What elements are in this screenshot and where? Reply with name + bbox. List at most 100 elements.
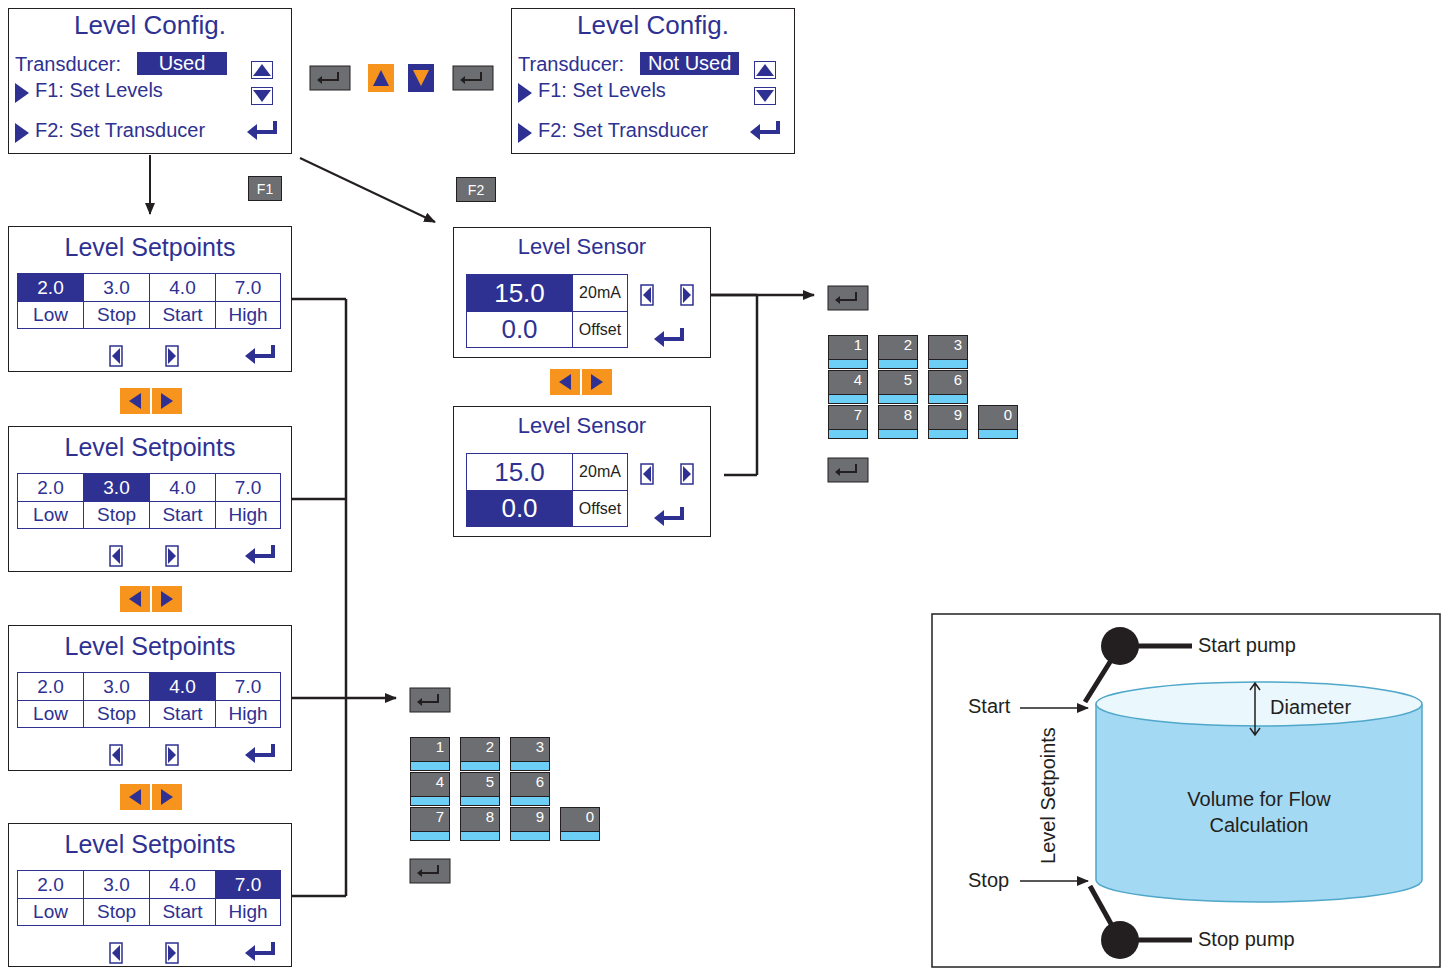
enter-icon xyxy=(243,742,277,766)
keypad-key: 2 xyxy=(460,737,500,771)
sensor-unit: 20mA xyxy=(579,284,621,302)
table-cell: High xyxy=(215,301,281,329)
setpoint-name: Start xyxy=(162,304,202,326)
table-cell: 15.0 xyxy=(466,453,573,491)
right-arrow-icon xyxy=(680,463,694,485)
setpoint-value: 2.0 xyxy=(37,477,63,499)
setpoint-name: Low xyxy=(33,901,68,923)
menu-item: F1: Set Levels xyxy=(35,79,163,102)
key-label: 0 xyxy=(1004,407,1012,424)
screen-title: Level Setpoints xyxy=(9,233,291,262)
menu-marker xyxy=(15,123,29,143)
tank: Volume for Flow Calculation xyxy=(1094,680,1424,906)
key-label: 3 xyxy=(954,337,962,354)
table-cell: Start xyxy=(149,301,216,329)
setpoint-name: Stop xyxy=(97,901,136,923)
screen-title: Level Sensor xyxy=(454,413,710,438)
menu-marker xyxy=(15,83,29,103)
setpoint-value: 2.0 xyxy=(37,676,63,698)
table-cell: Stop xyxy=(83,898,150,926)
table-cell: 4.0 xyxy=(149,473,216,502)
enter-key xyxy=(828,286,868,310)
key-label: 6 xyxy=(954,372,962,389)
menu-item: F1: Set Levels xyxy=(538,79,666,102)
keypad-key: 6 xyxy=(928,370,968,404)
lcd-screen: Level Config.Transducer:UsedF1: Set Leve… xyxy=(8,8,292,154)
key-strip xyxy=(461,761,499,770)
table-cell: Offset xyxy=(572,311,628,348)
right-arrow-icon xyxy=(165,345,179,367)
key-strip xyxy=(879,429,917,438)
enter-icon xyxy=(652,326,686,350)
sensor-value: 0.0 xyxy=(501,314,537,345)
key-label: 0 xyxy=(586,809,594,826)
menu-item: F2: Set Transducer xyxy=(35,119,205,142)
annotation-label: Start xyxy=(968,695,1010,718)
left-right-keys xyxy=(550,369,612,395)
key-strip xyxy=(411,796,449,805)
setpoint-name: Stop xyxy=(97,703,136,725)
down-arrow-icon xyxy=(754,87,776,105)
screen-title: Level Config. xyxy=(9,11,291,41)
setpoint-value: 7.0 xyxy=(235,874,261,896)
up-arrow-icon xyxy=(251,61,273,79)
key-label: 9 xyxy=(954,407,962,424)
key-label: 2 xyxy=(486,739,494,756)
keypad-key: 5 xyxy=(878,370,918,404)
key-strip xyxy=(979,429,1017,438)
table-cell: Start xyxy=(149,700,216,728)
right-arrow-icon xyxy=(165,744,179,766)
setpoint-value: 7.0 xyxy=(235,277,261,299)
lcd-screen: Level Sensor15.020mA0.0Offset xyxy=(453,406,711,537)
setpoint-name: High xyxy=(228,504,267,526)
enter-key xyxy=(828,458,868,482)
keypad-key: 7 xyxy=(410,807,450,841)
key-strip xyxy=(511,796,549,805)
left-arrow-icon xyxy=(109,744,123,766)
right-arrow-icon xyxy=(165,942,179,964)
key-label: 7 xyxy=(854,407,862,424)
key-strip xyxy=(929,359,967,368)
setpoint-value: 4.0 xyxy=(169,477,195,499)
table-cell: Stop xyxy=(83,501,150,529)
keypad-key: 9 xyxy=(928,405,968,439)
keypad-key: 1 xyxy=(410,737,450,771)
screen-title: Level Config. xyxy=(512,11,794,41)
key-strip xyxy=(929,429,967,438)
key-strip xyxy=(461,796,499,805)
left-arrow-icon xyxy=(109,545,123,567)
enter-icon xyxy=(245,119,279,143)
setpoint-name: Stop xyxy=(97,304,136,326)
keypad-key: 8 xyxy=(460,807,500,841)
menu-item: F2: Set Transducer xyxy=(538,119,708,142)
key-strip xyxy=(829,429,867,438)
table-cell: 3.0 xyxy=(83,273,150,302)
key-label: 9 xyxy=(536,809,544,826)
annotation-label: Stop pump xyxy=(1198,928,1295,951)
keypad-key: 8 xyxy=(878,405,918,439)
field-label: Transducer: xyxy=(518,53,624,76)
lcd-screen: Level Config.Transducer:Not UsedF1: Set … xyxy=(511,8,795,154)
annotation-label: Level Setpoints xyxy=(1036,727,1059,864)
key-strip xyxy=(929,394,967,403)
left-arrow-icon xyxy=(640,463,654,485)
keypad-key: 0 xyxy=(978,405,1018,439)
down-arrow-icon xyxy=(251,87,273,105)
table-cell: Low xyxy=(17,898,84,926)
key-label: 1 xyxy=(854,337,862,354)
setpoint-name: Start xyxy=(162,901,202,923)
setpoint-name: Low xyxy=(33,703,68,725)
table-cell: 2.0 xyxy=(17,672,84,701)
keypad-key: 5 xyxy=(460,772,500,806)
function-key: F2 xyxy=(456,177,496,202)
left-arrow-icon xyxy=(109,942,123,964)
key-strip xyxy=(829,359,867,368)
table-cell: 7.0 xyxy=(215,672,281,701)
down-key xyxy=(408,64,434,92)
key-strip xyxy=(511,761,549,770)
sensor-value: 0.0 xyxy=(501,493,537,524)
sensor-unit: 20mA xyxy=(579,463,621,481)
table-cell: Stop xyxy=(83,301,150,329)
setpoint-value: 2.0 xyxy=(37,277,63,299)
left-right-keys xyxy=(120,388,182,414)
